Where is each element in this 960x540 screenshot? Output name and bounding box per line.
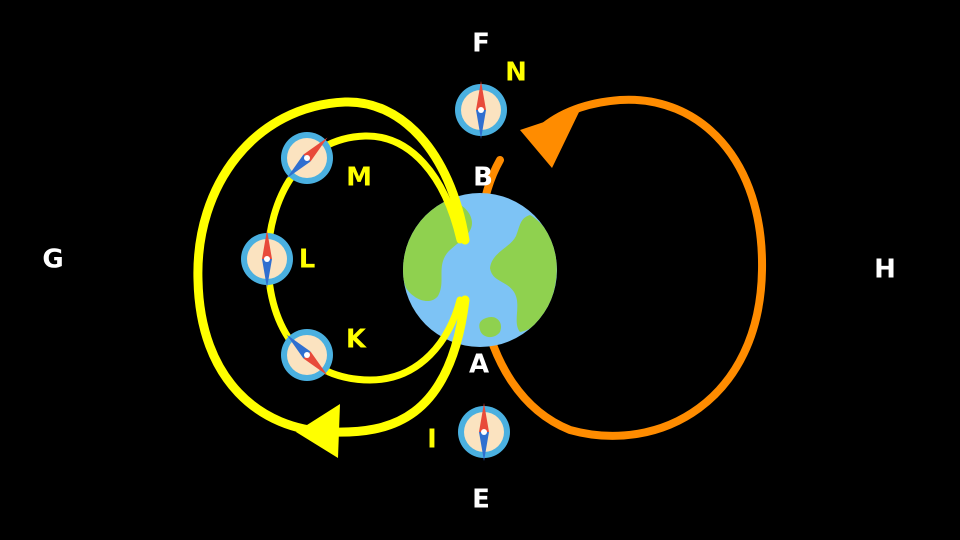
compass-icon <box>281 329 333 381</box>
label-i: I <box>427 425 437 455</box>
label-e: E <box>472 485 490 515</box>
label-k: K <box>346 325 367 355</box>
compass-needle <box>262 230 272 288</box>
compass-icon <box>455 81 507 139</box>
orange-arrowhead-icon <box>520 110 580 168</box>
yellow-arrowhead-icon <box>296 404 340 458</box>
label-f: F <box>472 29 490 59</box>
compass-icon <box>458 403 510 461</box>
label-b: B <box>473 163 493 193</box>
yellow-outer-loop <box>193 97 470 437</box>
label-m: M <box>346 163 372 193</box>
label-g: G <box>42 245 63 275</box>
compass-icon <box>281 132 333 184</box>
compass-needle <box>286 137 328 179</box>
label-l: L <box>299 245 316 275</box>
label-n: N <box>505 58 527 88</box>
compass-needle <box>286 334 328 376</box>
earth-globe-icon <box>403 193 557 347</box>
yellow-outer-loop-path <box>193 97 470 437</box>
label-h: H <box>874 255 896 285</box>
compass-icon <box>241 230 293 288</box>
label-a: A <box>469 350 489 380</box>
compass-needle <box>479 403 489 461</box>
compass-needle <box>476 81 486 139</box>
